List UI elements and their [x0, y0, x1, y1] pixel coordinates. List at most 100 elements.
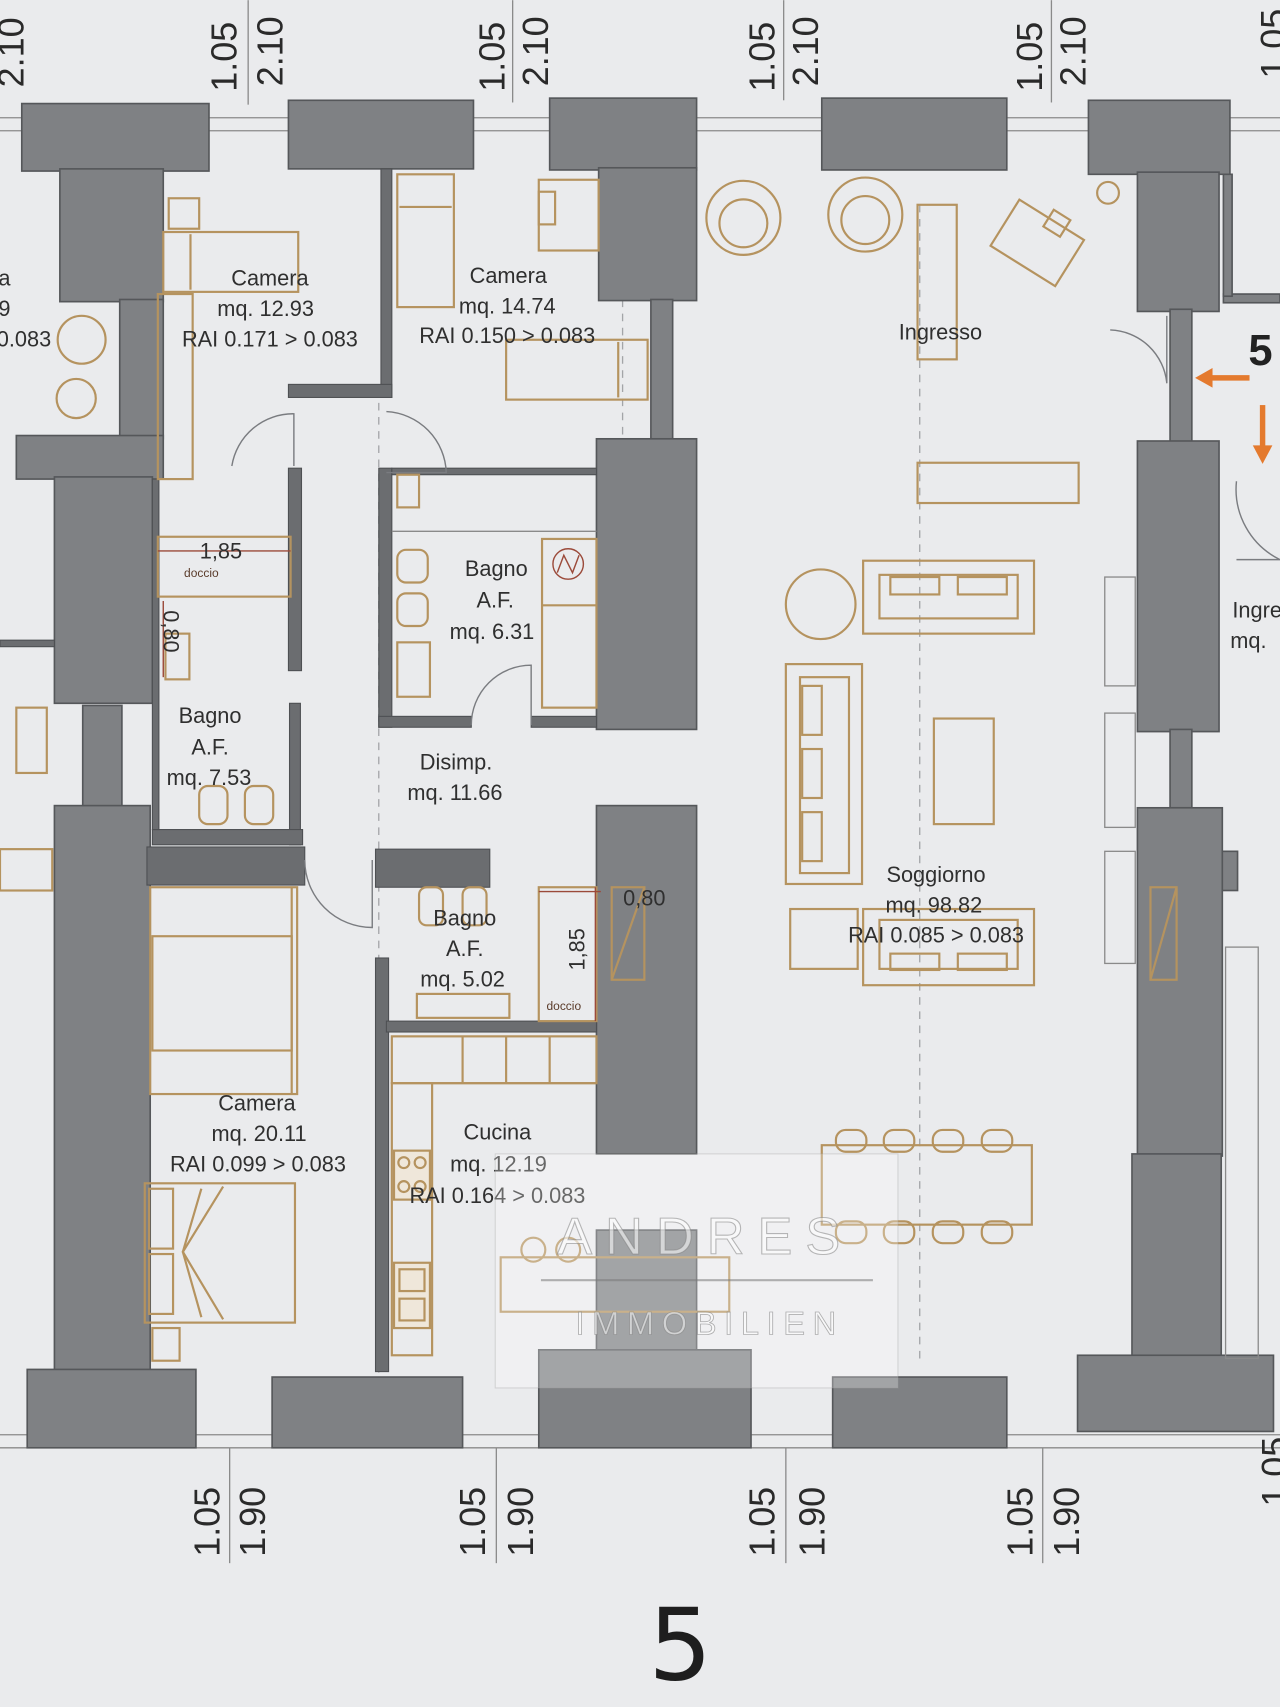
room-name: Bagno	[433, 905, 496, 930]
wall-cabinet	[1104, 576, 1136, 687]
room-area: mq. 12.19	[450, 1151, 547, 1176]
room-name: Camera	[218, 1090, 296, 1115]
door-swing	[304, 860, 373, 929]
kitchen-island	[499, 1256, 731, 1313]
wall-pier	[53, 476, 154, 705]
camera-b-furniture	[396, 173, 649, 401]
door-swing	[386, 410, 447, 474]
soggiorno-furniture	[784, 559, 1259, 1360]
room-name: Ingresso	[899, 320, 982, 345]
shaft	[396, 473, 421, 509]
wall-pier	[1169, 728, 1193, 809]
wall-pier	[53, 804, 152, 1375]
arrow-left-head	[1195, 368, 1213, 388]
toilet	[461, 886, 488, 927]
access-arrows: 5	[1195, 327, 1273, 464]
partition-wall	[374, 957, 390, 1373]
plant	[1096, 180, 1120, 205]
armchair	[705, 179, 782, 256]
dimension-label: 1.90	[500, 1487, 541, 1557]
room-rai: RAI 0.164 > 0.083	[409, 1183, 585, 1208]
cushion	[956, 952, 1008, 972]
bed	[396, 173, 455, 309]
wall-pier	[1169, 308, 1193, 443]
dimension-label: 2.10	[785, 16, 826, 86]
room-area: mq. 20.11	[211, 1121, 306, 1146]
wall-pier	[1076, 1354, 1275, 1433]
sink-basin	[398, 1297, 426, 1322]
partition-wall	[287, 383, 393, 398]
dimension-label: 1.90	[791, 1487, 832, 1557]
dimension-label: 1.05	[1253, 9, 1280, 79]
wall-pier	[15, 434, 165, 480]
room-rai: RAI 0.085 > 0.083	[848, 923, 1024, 948]
shower-label: doccio	[184, 566, 219, 580]
room-area: mq. 5.02	[420, 966, 505, 991]
room-area: mq. 12.93	[217, 296, 314, 321]
wall-pier	[1222, 173, 1233, 298]
door-swing	[1110, 315, 1168, 384]
cushion	[801, 684, 823, 736]
cucina-furniture	[390, 1035, 731, 1357]
room-area: mq. 7.53	[167, 765, 252, 790]
shower-label: doccio	[547, 999, 582, 1013]
toilet	[198, 784, 229, 826]
kitchen-counter	[390, 1082, 434, 1357]
partition-wall	[151, 829, 304, 846]
wardrobe-inner	[151, 935, 293, 1052]
dining-chair	[931, 1128, 965, 1153]
dimension-label: 1.05	[741, 22, 782, 92]
room-name: Bagno	[179, 703, 242, 728]
partition-wall	[378, 715, 472, 728]
watermark: ANDRES IMMOBILIEN	[494, 1153, 899, 1389]
dimension-label: 1.05	[452, 1487, 493, 1557]
dining-chair	[882, 1128, 916, 1153]
room-type: A.F.	[446, 936, 483, 961]
partition-wall	[287, 467, 303, 672]
bench	[916, 461, 1080, 505]
door-swing	[231, 413, 295, 467]
shower	[537, 886, 598, 1023]
wall-pier	[118, 298, 165, 440]
sofa-seat	[798, 676, 851, 875]
wall-cabinet	[1104, 712, 1136, 829]
kitchen-counter	[390, 1035, 598, 1085]
room-labels: a 9 0.083 Camera mq. 12.93 RAI 0.171 > 0…	[0, 263, 1280, 1208]
dimension-label: 1.05	[1254, 1437, 1280, 1507]
door-swing	[470, 664, 532, 726]
side-table	[55, 377, 97, 420]
dining-chair	[882, 1220, 916, 1245]
bottom-dimensions: 1.05 1.90 1.05 1.90 1.05 1.90 1.05 1.90 …	[186, 1437, 1280, 1557]
armchair	[56, 314, 107, 365]
wall-pier	[831, 1376, 1008, 1449]
partition-wall	[378, 467, 393, 728]
wall-pier	[650, 298, 674, 442]
dimension-label: 1.90	[232, 1487, 273, 1557]
partition-wall	[380, 168, 393, 398]
duct-diagonal	[1149, 886, 1178, 981]
sofa-seat	[878, 918, 1019, 970]
bed-pillow	[148, 1252, 175, 1315]
sofa-seat	[878, 573, 1019, 620]
sofa	[862, 559, 1036, 635]
room-rai: RAI 0.150 > 0.083	[419, 323, 595, 348]
toilet	[396, 592, 429, 628]
room-area: mq. 6.31	[450, 619, 535, 644]
doors	[231, 315, 1280, 929]
armchair	[789, 907, 859, 970]
cushion	[889, 952, 941, 972]
dimension-label: 2.10	[515, 16, 556, 86]
wall-pier	[1131, 1153, 1223, 1359]
partition-wall	[385, 1020, 598, 1033]
dimension-label: 1.05	[204, 22, 245, 92]
nightstand	[167, 197, 201, 230]
wall-cabinet	[1104, 850, 1136, 965]
stool	[520, 1236, 547, 1263]
room-name: Cucina	[464, 1120, 533, 1145]
wall-pier	[597, 166, 698, 302]
dining-chair	[980, 1128, 1014, 1153]
wall-pier	[271, 1376, 464, 1449]
bed-pillow	[148, 1187, 175, 1250]
wall-pier	[1136, 440, 1220, 733]
wall-pier	[1222, 293, 1280, 304]
